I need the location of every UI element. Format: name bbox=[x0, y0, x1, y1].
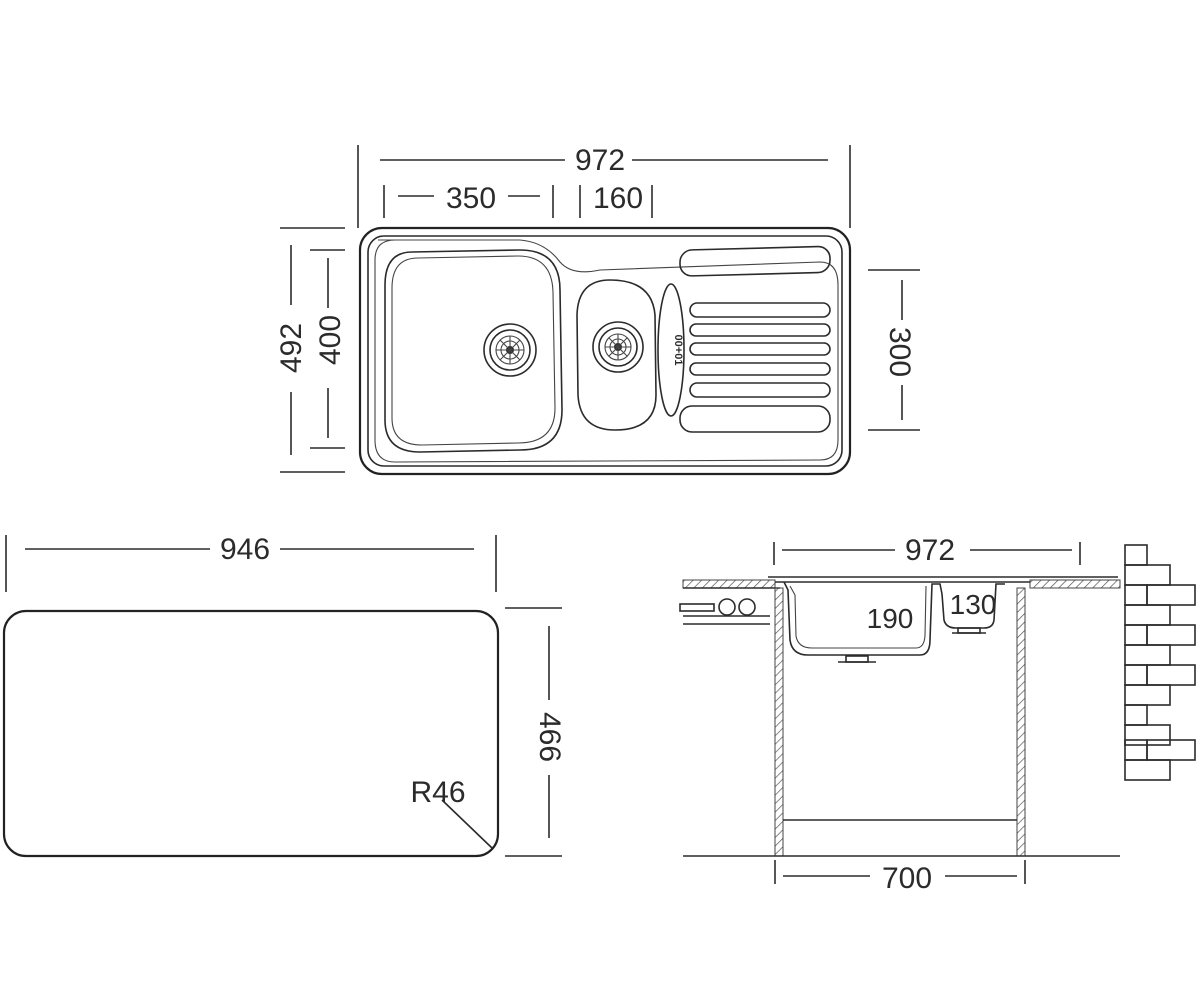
label-section-width: 972 bbox=[905, 534, 955, 567]
countertop-left bbox=[682, 579, 776, 589]
label-bowl-depth: 400 bbox=[314, 315, 347, 365]
cabinet-wall-right bbox=[1016, 587, 1026, 857]
sink-outline bbox=[358, 226, 852, 476]
dim-drainer-depth: 300 bbox=[868, 269, 920, 431]
label-cutout-depth: 466 bbox=[533, 712, 566, 762]
cabinet-wall-left bbox=[774, 587, 784, 857]
label-overall-depth: 492 bbox=[275, 323, 308, 373]
section-large-bowl bbox=[783, 581, 943, 663]
label-section-bowl-depth: 190 bbox=[867, 603, 914, 634]
overflow-oval: 00+01 bbox=[657, 283, 685, 417]
section-small-bowl bbox=[941, 583, 1005, 634]
label-cabinet-width: 700 bbox=[882, 862, 932, 895]
cutout-outline bbox=[2, 609, 500, 858]
dim-overall-width: 972 bbox=[357, 144, 851, 228]
dim-bowl-depth: 400 bbox=[310, 249, 347, 449]
dim-cutout-depth: 466 bbox=[505, 607, 566, 857]
brick-wall bbox=[1124, 544, 1196, 781]
label-section-small-bowl-depth: 130 bbox=[950, 589, 997, 620]
dim-bowl-width: 350 bbox=[383, 182, 554, 218]
small-bowl-drain-icon bbox=[592, 321, 644, 373]
dim-cutout-width: 946 bbox=[5, 533, 497, 592]
large-bowl-drain-icon bbox=[483, 323, 537, 377]
dim-overall-depth: 492 bbox=[275, 227, 345, 473]
label-small-bowl-width: 160 bbox=[593, 182, 643, 215]
label-drainer-depth: 300 bbox=[883, 327, 916, 377]
countertop-right bbox=[1029, 579, 1121, 589]
dim-cabinet-width: 700 bbox=[774, 860, 1026, 895]
label-bowl-width: 350 bbox=[446, 182, 496, 215]
label-cutout-width: 946 bbox=[220, 533, 270, 566]
section-view: 972 bbox=[679, 534, 1196, 895]
top-view: 972 350 160 492 bbox=[275, 144, 920, 476]
small-bowl bbox=[576, 279, 657, 431]
label-cutout-radius: R46 bbox=[410, 776, 465, 809]
dim-section-width: 972 bbox=[773, 534, 1081, 567]
drainer-grooves bbox=[679, 245, 831, 433]
cutout-view: 946 R46 466 bbox=[2, 533, 566, 858]
large-bowl bbox=[384, 249, 563, 453]
label-overall-width: 972 bbox=[575, 144, 625, 177]
label-overflow: 00+01 bbox=[672, 335, 684, 366]
radius-callout: R46 bbox=[410, 776, 493, 849]
dim-small-bowl-width: 160 bbox=[579, 182, 653, 218]
drawer-handle-icon bbox=[679, 598, 756, 616]
